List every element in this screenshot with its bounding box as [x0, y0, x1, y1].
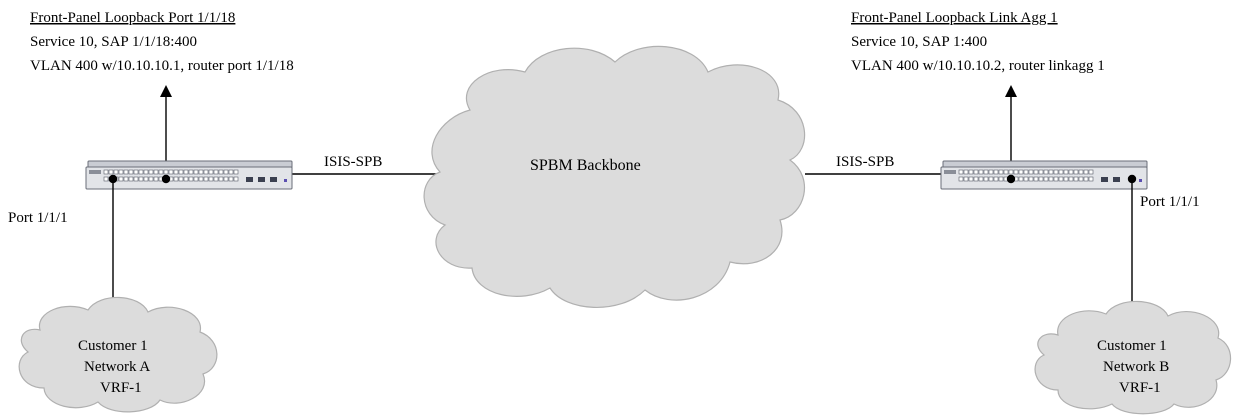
left-port-1-1-1-dot: [108, 174, 118, 184]
customer-network-a-cloud: Customer 1 Network A VRF-1: [18, 296, 218, 413]
left-switch-title: Front-Panel Loopback Port 1/1/18: [30, 10, 235, 26]
customer-a-line3: VRF-1: [100, 380, 142, 396]
left-switch-service: Service 10, SAP 1/1/18:400: [30, 34, 197, 50]
customer-b-line3: VRF-1: [1119, 380, 1161, 396]
customer-network-b-cloud: Customer 1 Network B VRF-1: [1034, 300, 1232, 415]
spbm-backbone-cloud: SPBM Backbone: [423, 45, 806, 308]
left-isis-label: ISIS-SPB: [324, 154, 382, 170]
left-port-1-1-18-dot: [161, 174, 171, 184]
right-port-linkagg-dot: [1006, 174, 1016, 184]
customer-a-line1: Customer 1: [78, 338, 148, 354]
right-isis-label: ISIS-SPB: [836, 154, 894, 170]
left-port-label: Port 1/1/1: [8, 210, 68, 226]
right-switch-service: Service 10, SAP 1:400: [851, 34, 987, 50]
left-switch: [85, 160, 293, 190]
right-port-1-1-1-dot: [1127, 174, 1137, 184]
customer-b-line2: Network B: [1103, 359, 1169, 375]
backbone-label: SPBM Backbone: [530, 157, 641, 174]
right-port-label: Port 1/1/1: [1140, 194, 1200, 210]
right-switch-vlan: VLAN 400 w/10.10.10.2, router linkagg 1: [851, 58, 1105, 74]
left-switch-ports: [103, 169, 277, 182]
right-switch: [940, 160, 1148, 190]
customer-a-line2: Network A: [84, 359, 150, 375]
right-switch-title: Front-Panel Loopback Link Agg 1: [851, 10, 1058, 26]
customer-b-line1: Customer 1: [1097, 338, 1167, 354]
left-switch-vlan: VLAN 400 w/10.10.10.1, router port 1/1/1…: [30, 58, 294, 74]
